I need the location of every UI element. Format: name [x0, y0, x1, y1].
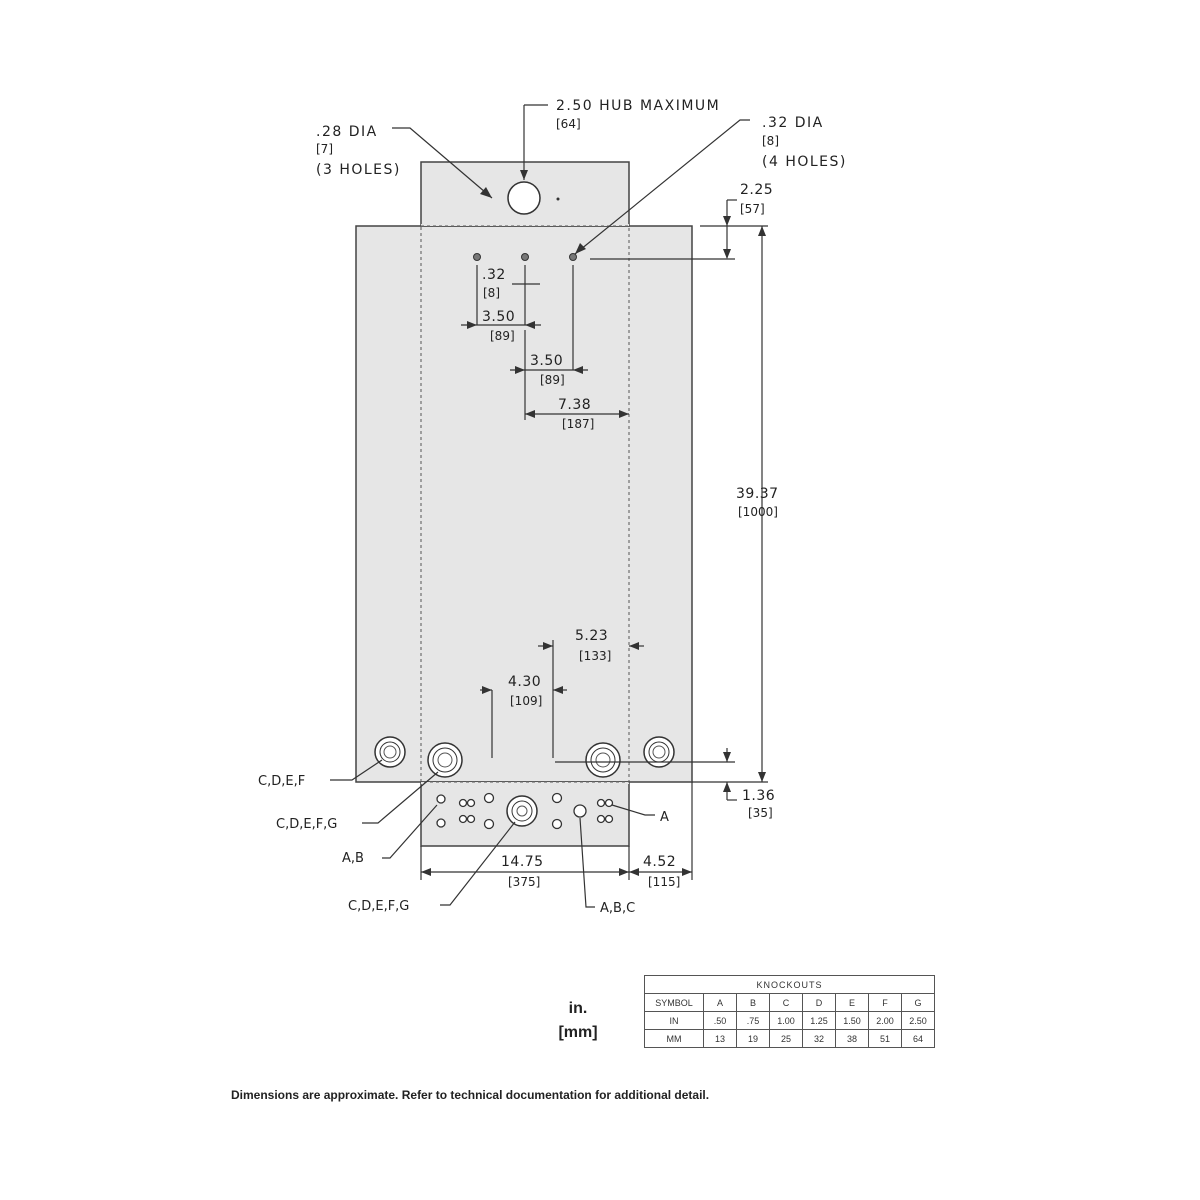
unit-mm: [mm]: [558, 1024, 598, 1041]
dim-top-offset: 2.25: [740, 182, 773, 198]
dim-top-offset-mm: [57]: [740, 202, 765, 216]
knockout-left-inner: [427, 742, 463, 778]
table-cell: 51: [868, 1029, 902, 1048]
knockouts-table-caption: KNOCKOUTS: [644, 975, 935, 994]
table-header-cell: F: [868, 993, 902, 1012]
table-cell: 19: [736, 1029, 770, 1048]
knockout-left-outer: [374, 736, 406, 768]
knockout-label: C,D,E,F,G: [276, 817, 337, 832]
table-row: IN .50 .75 1.00 1.25 1.50 2.00 2.50: [644, 1011, 935, 1030]
knockouts-table: KNOCKOUTS SYMBOL A B C D E F G IN .50 .7…: [644, 975, 935, 1048]
table-cell: 32: [802, 1029, 836, 1048]
table-cell: MM: [644, 1029, 704, 1048]
dim-spacing-b-mm: [89]: [540, 373, 565, 387]
right-hole-callout: .32 DIA: [762, 115, 824, 131]
dim-hole-to-edge-mm: [187]: [562, 417, 594, 431]
table-cell: 38: [835, 1029, 869, 1048]
mounting-hole: [473, 253, 481, 261]
knockout-right-outer: [643, 736, 675, 768]
dimension-arrows: [421, 170, 766, 876]
left-hole-qty: (3 HOLES): [316, 162, 401, 178]
table-cell: .50: [703, 1011, 737, 1030]
table-cell: 25: [769, 1029, 803, 1048]
dim-bottom-b-mm: [109]: [510, 694, 542, 708]
right-hole-callout-mm: [8]: [762, 134, 779, 148]
small-knockouts: [436, 792, 614, 830]
table-cell: .75: [736, 1011, 770, 1030]
enclosure-back-plate: [355, 225, 693, 783]
dim-height: 39.37: [736, 486, 779, 502]
hidden-outline: [420, 225, 630, 783]
knockout-label: A,B,C: [600, 901, 635, 916]
unit-in: in.: [568, 1000, 588, 1017]
table-header-cell: SYMBOL: [644, 993, 704, 1012]
dim-spacing-a-mm: [89]: [490, 329, 515, 343]
table-cell: IN: [644, 1011, 704, 1030]
knockout-center: [506, 795, 538, 827]
knockout-label: C,D,E,F,G: [348, 899, 409, 914]
dim-width: 14.75: [501, 854, 544, 870]
table-cell: 1.00: [769, 1011, 803, 1030]
table-header-cell: B: [736, 993, 770, 1012]
table-row: MM 13 19 25 32 38 51 64: [644, 1029, 935, 1048]
table-header-cell: E: [835, 993, 869, 1012]
table-header-cell: G: [901, 993, 935, 1012]
dim-hole-small: .32: [482, 267, 506, 283]
mounting-hole: [521, 253, 529, 261]
dim-height-mm: [1000]: [738, 505, 778, 519]
table-header-cell: C: [769, 993, 803, 1012]
dim-depth-mm: [115]: [648, 875, 680, 889]
table-header-cell: D: [802, 993, 836, 1012]
dim-bottom-a: 5.23: [575, 628, 608, 644]
dim-spacing-b: 3.50: [530, 353, 563, 369]
table-cell: 64: [901, 1029, 935, 1048]
mounting-hole: [569, 253, 577, 261]
dim-bottom-b: 4.30: [508, 674, 541, 690]
knockout-label: A,B: [342, 851, 364, 866]
footer-note: Dimensions are approximate. Refer to tec…: [231, 1088, 710, 1102]
right-hole-qty: (4 HOLES): [762, 154, 847, 170]
hub-callout-mm: [64]: [556, 117, 581, 131]
table-cell: 13: [703, 1029, 737, 1048]
table-cell: 2.50: [901, 1011, 935, 1030]
table-header-row: SYMBOL A B C D E F G: [644, 993, 935, 1012]
table-cell: 1.25: [802, 1011, 836, 1030]
table-header-cell: A: [703, 993, 737, 1012]
knockout-right-inner: [585, 742, 621, 778]
dim-bottom-a-mm: [133]: [579, 649, 611, 663]
dim-bottom-offset: 1.36: [742, 788, 775, 804]
knockout-label: C,D,E,F: [258, 774, 305, 789]
hub-callout: 2.50 HUB MAXIMUM: [556, 98, 720, 114]
dim-spacing-a: 3.50: [482, 309, 515, 325]
left-hole-callout-mm: [7]: [316, 142, 333, 156]
knockout-label: A: [660, 810, 669, 825]
dim-depth: 4.52: [643, 854, 676, 870]
dim-hole-small-mm: [8]: [483, 286, 500, 300]
dim-width-mm: [375]: [508, 875, 540, 889]
dim-bottom-offset-mm: [35]: [748, 806, 773, 820]
table-cell: 1.50: [835, 1011, 869, 1030]
unit-legend: in. [mm]: [548, 997, 608, 1045]
dim-hole-to-edge: 7.38: [558, 397, 591, 413]
dimension-lines: [330, 104, 768, 908]
left-hole-callout: .28 DIA: [316, 124, 378, 140]
table-cell: 2.00: [868, 1011, 902, 1030]
hub-hole: [507, 181, 541, 215]
